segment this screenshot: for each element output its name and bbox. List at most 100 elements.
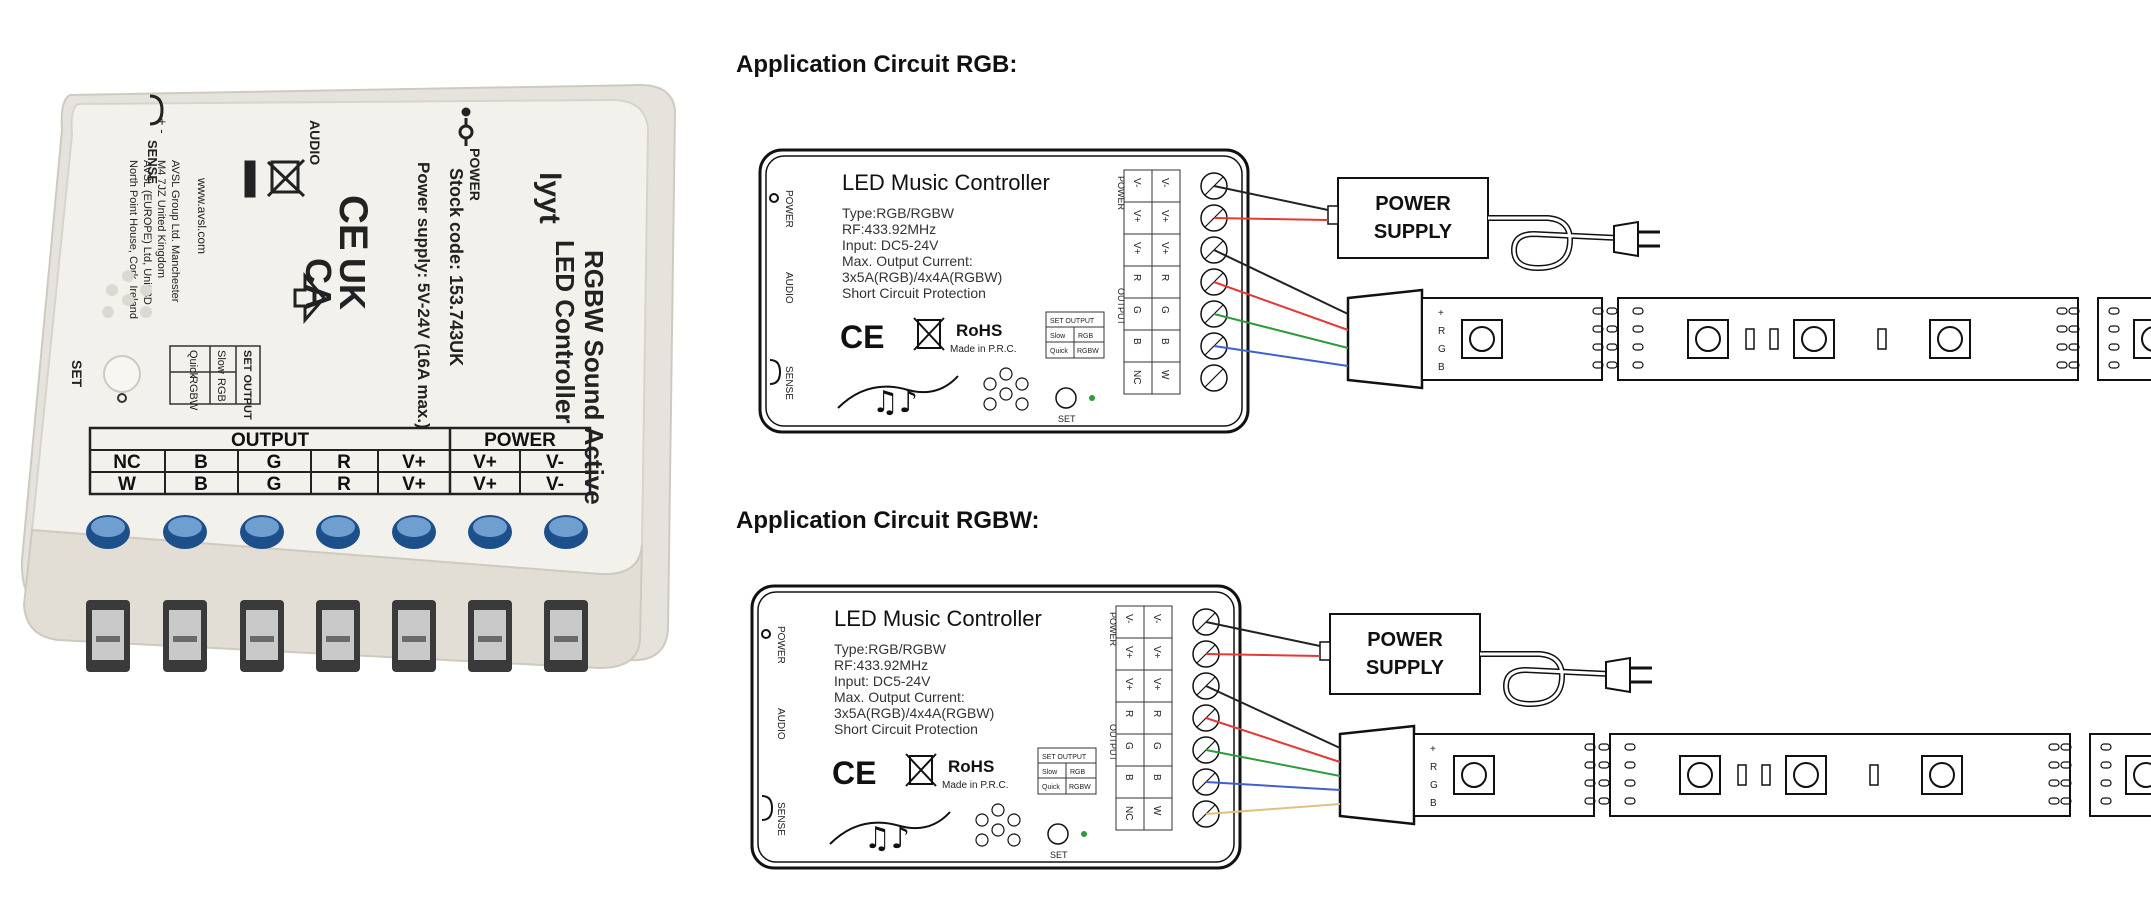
- product-set-rgb: RGB: [215, 378, 227, 402]
- controller-sense-icon: [761, 795, 774, 821]
- controller-power-port-label: POWER: [783, 190, 794, 228]
- power-supply-connector-icon: [1327, 205, 1339, 225]
- power-cord-inner: [1480, 652, 1611, 706]
- strip-pad-icon: [1624, 761, 1636, 769]
- wire-output: [1213, 281, 1349, 331]
- strip-pad-icon: [1598, 779, 1610, 787]
- terminal-label: V-: [1159, 178, 1170, 187]
- strip-pad-icon: [2100, 797, 2112, 805]
- terminal-r1-c5: V+: [402, 452, 426, 473]
- controller-speaker-hole-icon: [983, 377, 997, 391]
- controller-speaker-hole-icon: [1007, 833, 1021, 847]
- product-icons: [149, 94, 474, 325]
- wire-psu-negative: [1205, 621, 1321, 647]
- controller-output-column-label: OUTPUT: [1108, 724, 1118, 762]
- screw-hole-highlight: [245, 517, 279, 537]
- product-set-output-header: SET OUTPUT: [241, 350, 253, 420]
- controller-power-jack-icon: [769, 193, 779, 203]
- controller-weee-cross2-icon: [913, 317, 945, 351]
- strip-pad-icon: [2056, 361, 2068, 369]
- product-terminal-table: OUTPUT POWER NC B G R V+ V+ V- W B G R V…: [88, 426, 592, 496]
- led-chip-icon: [1453, 755, 1495, 795]
- strip-pad-icon: [2048, 779, 2060, 787]
- wire-output: [1205, 803, 1341, 815]
- terminal-clamp-metal: [322, 610, 354, 660]
- controller-spec-line: Input: DC5-24V: [834, 673, 931, 689]
- terminal-label: R: [1151, 710, 1162, 717]
- controller-sense-icon: [769, 359, 782, 385]
- strip-pad-icon: [2068, 307, 2080, 315]
- screw-slot: [1204, 368, 1224, 388]
- power-plug-icon: [1605, 656, 1631, 694]
- controller-speaker-hole-icon: [975, 833, 989, 847]
- led-strip-segment: [1421, 297, 1603, 381]
- controller-spec-line: Max. Output Current:: [834, 689, 965, 705]
- set-button[interactable]: [103, 355, 141, 393]
- led-strip-segment: [1413, 733, 1595, 817]
- strip-pad-icon: [2056, 307, 2068, 315]
- sense-connector-icon: [149, 94, 164, 126]
- terminal-clamp-metal: [92, 610, 124, 660]
- controller-power-column-label: POWER: [1116, 176, 1126, 211]
- mini-table-cell: Slow: [1042, 769, 1058, 776]
- controller-spec-line: 3x5A(RGB)/4x4A(RGBW): [842, 269, 1002, 285]
- music-notes-icon: ♫♪: [872, 385, 918, 420]
- strip-pad-icon: [1624, 797, 1636, 805]
- controller-set-label: SET: [1050, 850, 1068, 860]
- strip-pad-icon: [1598, 797, 1610, 805]
- terminal-r2-c6: V+: [473, 474, 497, 495]
- product-set-output-table: SET OUTPUT Slow RGB Quick RGBW: [169, 345, 261, 420]
- led-lens-icon: [1793, 762, 1819, 788]
- set-button-label: SET: [69, 360, 85, 388]
- controller-output-column-label: OUTPUT: [1116, 288, 1126, 326]
- strip-pad-icon: [2068, 343, 2080, 351]
- terminal-clamp-slot: [250, 636, 274, 642]
- mini-table-cell: RGB: [1078, 333, 1094, 340]
- power-supply-connector-icon: [1319, 641, 1331, 661]
- terminal-clamp-slot: [96, 636, 120, 642]
- terminal-label: V+: [1159, 210, 1170, 223]
- led-lens-icon: [1469, 326, 1495, 352]
- music-wave-icon: [837, 375, 959, 409]
- terminal-clamp-slot: [173, 636, 197, 642]
- terminal-clamp-metal: [550, 610, 582, 660]
- controller-spec-line: RF:433.92MHz: [834, 657, 928, 673]
- power-supply-line1: POWER: [1375, 193, 1451, 215]
- strip-pin-label: +: [1430, 744, 1436, 755]
- mini-table-cell: Quick: [1042, 784, 1060, 791]
- terminal-label: B: [1151, 774, 1162, 781]
- product-title-line2: LED Controller: [550, 240, 580, 423]
- terminal-r2-c3: G: [267, 474, 282, 495]
- strip-pad-icon: [2068, 325, 2080, 333]
- controller-spec-line: Input: DC5-24V: [842, 237, 939, 253]
- terminal-label: V+: [1151, 678, 1162, 691]
- weee-bin-icon: [266, 158, 306, 198]
- strip-pin-label: +: [1438, 308, 1444, 319]
- terminal-label: G: [1131, 306, 1142, 314]
- strip-pad-icon: [1592, 361, 1604, 369]
- controller-speaker-hole-icon: [1015, 377, 1029, 391]
- company-line-3: M4 7JZ United Kingdom: [155, 160, 167, 278]
- power-supply-line2: SUPPLY: [1366, 657, 1445, 679]
- led-chip-icon: [1461, 319, 1503, 359]
- terminal-r1-c7: V-: [546, 452, 564, 473]
- diagram-rgbw-heading: Application Circuit RGBW:: [736, 507, 1040, 534]
- controller-spec-line: Type:RGB/RGBW: [834, 641, 947, 657]
- terminal-label: V-: [1123, 614, 1134, 623]
- weee-bar-icon: [244, 160, 256, 198]
- strip-pad-icon: [1632, 343, 1644, 351]
- strip-pin-label: G: [1430, 780, 1438, 791]
- led-lens-icon: [2133, 762, 2151, 788]
- strip-pad-icon: [1632, 307, 1644, 315]
- controller-set-button: [1055, 387, 1077, 409]
- controller-sense-port-label: SENSE: [775, 802, 786, 836]
- strip-pad-icon: [1624, 779, 1636, 787]
- strip-pin-label: R: [1438, 326, 1445, 337]
- terminal-clamp-metal: [246, 610, 278, 660]
- power-cord-inner: [1488, 216, 1619, 270]
- product-label-text: POWER AUDIO SENSE + - SET lyyt RGBW Soun…: [69, 118, 609, 505]
- resistor-icon: [1769, 328, 1779, 350]
- controller-set-output-table: [1037, 747, 1097, 795]
- strip-pin-label: B: [1430, 798, 1437, 809]
- led-chip-icon: [1785, 755, 1827, 795]
